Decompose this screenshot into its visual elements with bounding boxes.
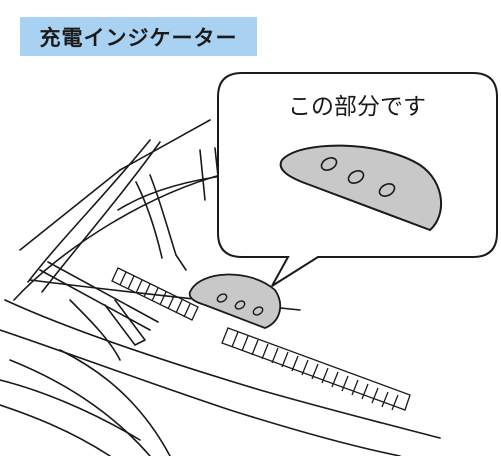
right-vent-grille [221,327,411,411]
title-text: 充電インジケーター [39,25,238,50]
title-badge: 充電インジケーター [20,17,257,56]
charging-indicator-enlarged [279,144,443,232]
left-vent-grille [111,267,199,321]
charging-indicator-small [188,273,282,329]
callout-label: この部分です [288,94,426,120]
callout-bubble: この部分です [217,72,498,287]
car-line-art [0,119,441,456]
